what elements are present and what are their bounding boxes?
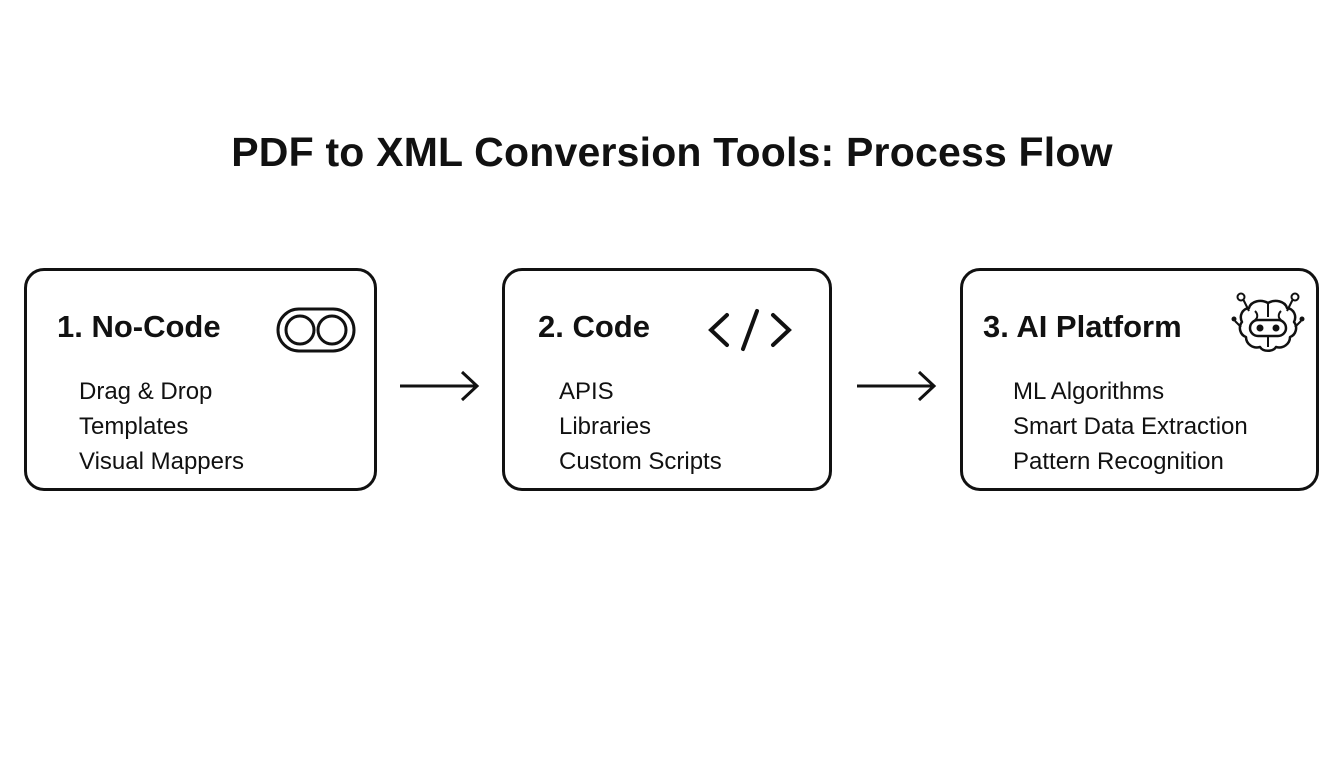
- feature-list: ML Algorithms Smart Data Extraction Patt…: [1013, 374, 1248, 479]
- arrow-right-icon: [400, 370, 480, 402]
- list-item: Custom Scripts: [559, 448, 722, 475]
- list-item: Libraries: [559, 413, 652, 440]
- list-item: Smart Data Extraction: [1013, 413, 1248, 440]
- list-item: Visual Mappers: [79, 448, 244, 475]
- feature-list: Drag & Drop Templates Visual Mappers: [79, 374, 244, 479]
- step-box-no-code: 1. No-Code Drag & Drop Templates Visual …: [24, 268, 377, 491]
- feature-list: APIS Libraries Custom Scripts: [559, 374, 722, 479]
- step-title: 3. AI Platform: [983, 309, 1182, 344]
- list-item: APIS: [559, 378, 614, 405]
- step-title: 1. No-Code: [57, 309, 221, 344]
- toggle-icon: [276, 307, 356, 353]
- list-item: Drag & Drop: [79, 378, 213, 405]
- list-item: Pattern Recognition: [1013, 448, 1224, 475]
- code-brackets-icon: [708, 309, 792, 351]
- list-item: Templates: [79, 413, 189, 440]
- step-title: 2. Code: [538, 309, 650, 344]
- list-item: ML Algorithms: [1013, 378, 1165, 405]
- step-box-code: 2. Code APIS Libraries Custom Scripts: [502, 268, 832, 491]
- step-box-ai-platform: 3. AI Platform ML Algorithms Smart Data …: [960, 268, 1319, 491]
- robot-brain-icon: [1231, 292, 1305, 352]
- diagram-title: PDF to XML Conversion Tools: Process Flo…: [231, 129, 1113, 175]
- arrow-right-icon: [857, 370, 937, 402]
